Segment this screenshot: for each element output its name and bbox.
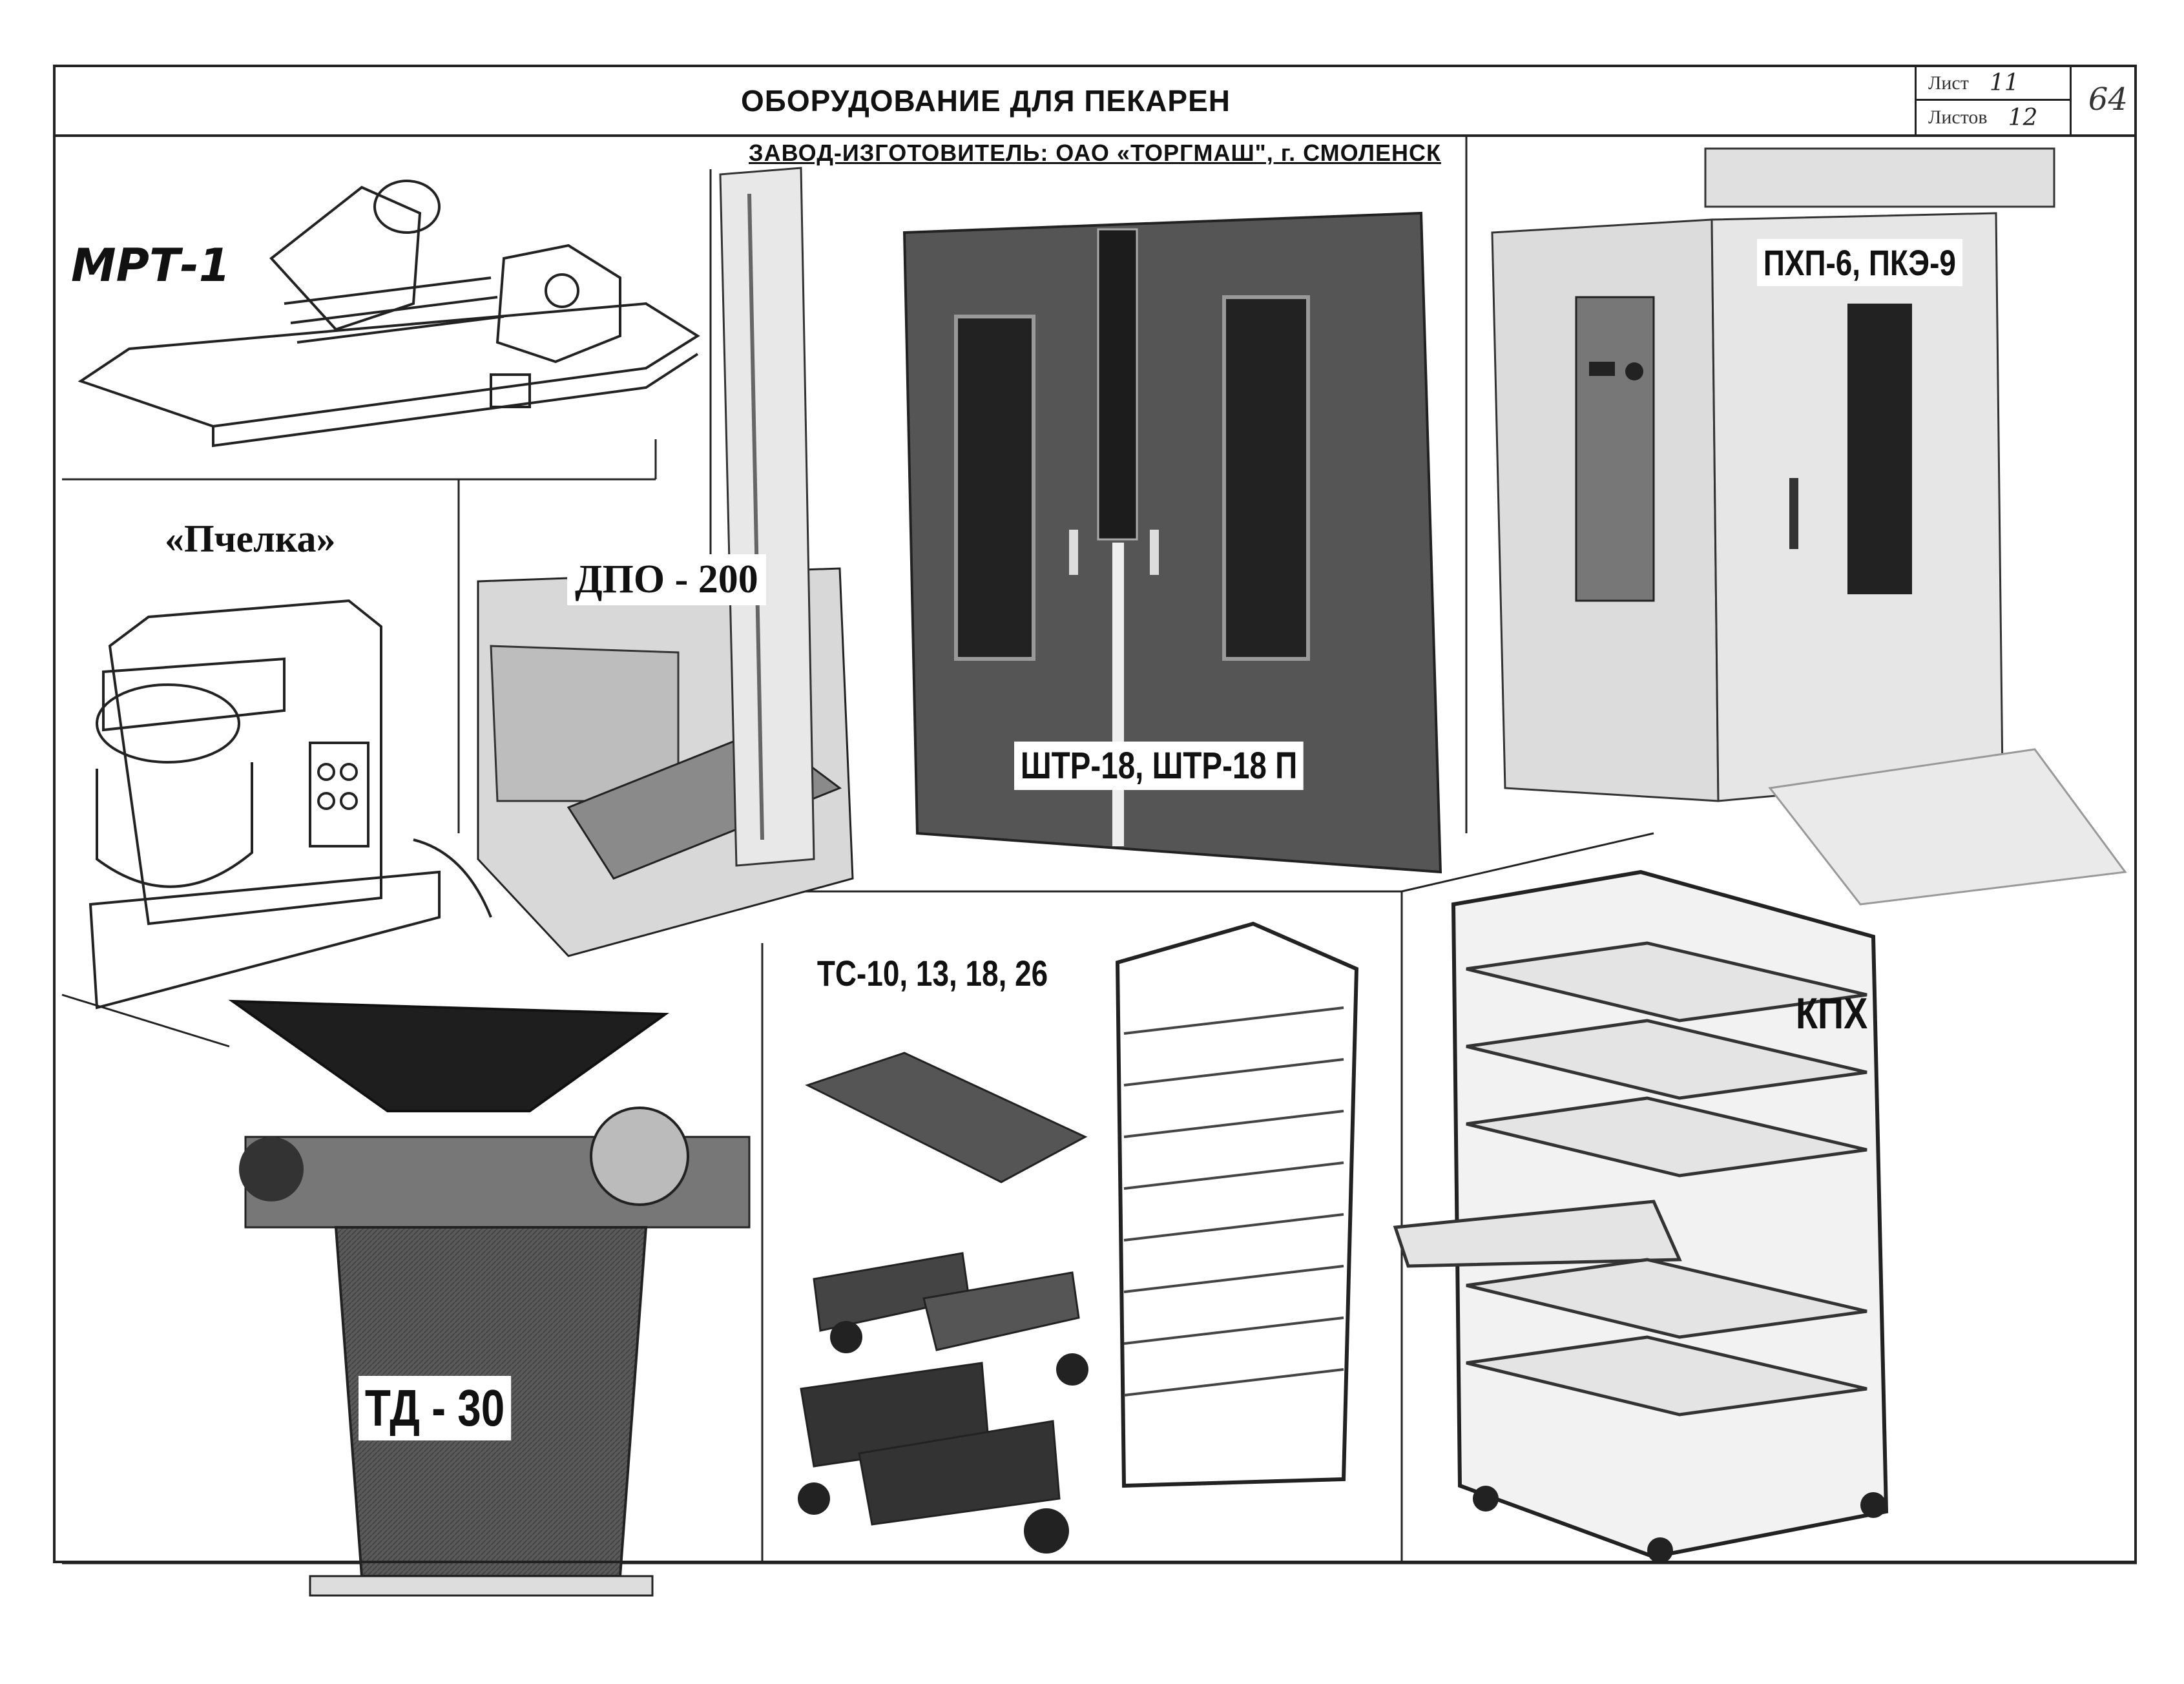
manufacturer-subtitle: ЗАВОД-ИЗГОТОВИТЕЛЬ: ОАО «ТОРГМАШ", г. СМ… [749, 140, 1441, 166]
sheet-label: Лист [1928, 72, 1969, 94]
label-dpo: ДПО - 200 [567, 554, 766, 605]
tc-drawing [798, 921, 1359, 1554]
sheet-value: 11 [1989, 70, 2019, 96]
label-td: ТД - 30 [359, 1376, 512, 1440]
label-pchelka: «Пчелка» [165, 517, 336, 560]
label-kph: КПХ [1796, 989, 1868, 1038]
label-mrt: МРТ-1 [71, 239, 231, 292]
sheets-row: Листов 12 [1917, 101, 2072, 134]
mrt-drawing [78, 180, 700, 448]
drawing-sheet: ОБОРУДОВАНИЕ ДЛЯ ПЕКАРЕН Лист 11 Листов … [53, 65, 2137, 1563]
kph-drawing [1393, 869, 1889, 1563]
sheet-stamp: Лист 11 Листов 12 64 [1915, 67, 2134, 134]
label-phpp: ПХП-6, ПКЭ-9 [1757, 239, 1962, 286]
label-tc: ТС-10, 13, 18, 26 [811, 950, 1055, 997]
page-number: 64 [2088, 81, 2128, 118]
phpp-drawing [1491, 147, 2127, 906]
title-bar: ОБОРУДОВАНИЕ ДЛЯ ПЕКАРЕН Лист 11 Листов … [56, 67, 2134, 137]
pchelka-drawing [88, 599, 492, 1010]
sheets-label: Листов [1928, 107, 1988, 128]
sheets-value: 12 [2008, 104, 2038, 131]
shtr-drawing [902, 211, 1442, 874]
page-title: ОБОРУДОВАНИЕ ДЛЯ ПЕКАРЕН [741, 84, 1231, 118]
dpo-drawing [477, 167, 854, 957]
label-shtr: ШТР-18, ШТР-18 П [1014, 742, 1304, 790]
sheet-row: Лист 11 [1917, 67, 2072, 101]
